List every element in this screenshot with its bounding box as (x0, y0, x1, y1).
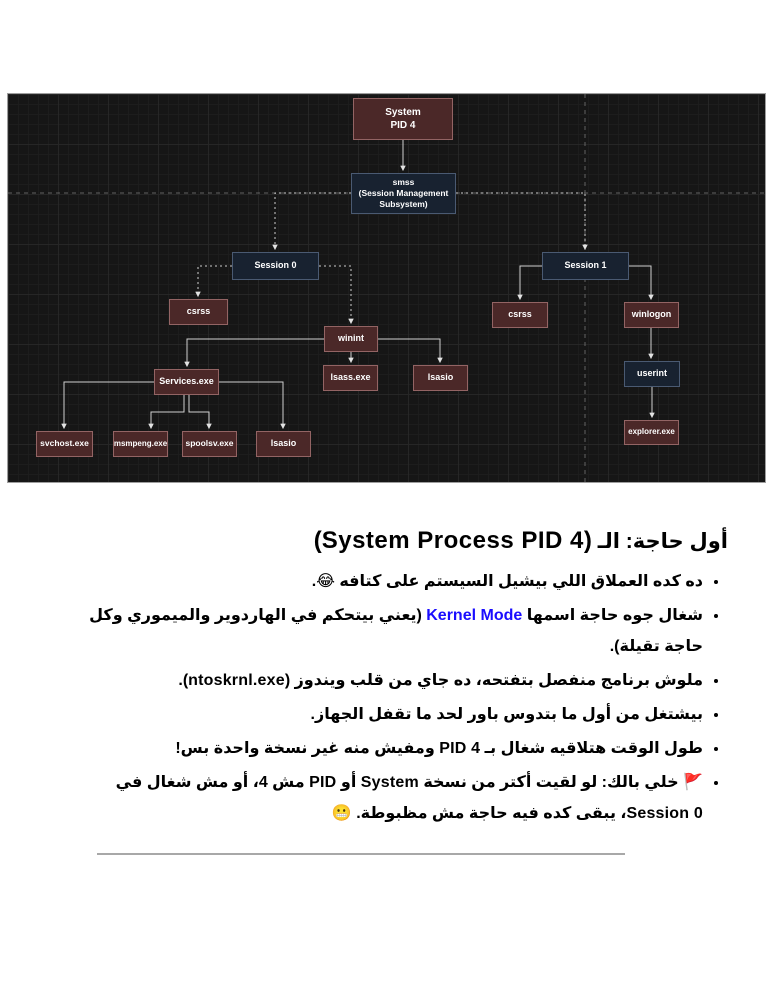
node-winlogon: winlogon (624, 302, 679, 328)
dotted-connectors (195, 192, 588, 325)
node-explorer-exe: explorer.exe (624, 420, 679, 445)
bullet-item-2: شغال جوه حاجة اسمها Kernel Mode (يعني بي… (85, 600, 703, 662)
node-lsasio-bottom: lsasio (256, 431, 311, 457)
page-title-arabic: أول حاجة: الـ (597, 530, 728, 553)
diagram-connectors (8, 94, 767, 484)
node-smss: smss (Session Management Subsystem) (351, 173, 456, 214)
node-msmpeng-exe: msmpeng.exe (113, 431, 168, 457)
node-svchost-exe: svchost.exe (36, 431, 93, 457)
bullet-list: ده كده العملاق اللي بيشيل السيستم على كت… (85, 566, 721, 832)
solid-connectors (61, 140, 655, 430)
page-title: أول حاجة: الـ (System Process PID 4) (314, 527, 728, 555)
node-lsasio-top: lsasio (413, 365, 468, 391)
node-winint: winint (324, 326, 378, 352)
node-services-exe: Services.exe (154, 369, 219, 395)
bullet-item-3: ملوش برنامج منفصل بتفتحه، ده جاي من قلب … (85, 665, 703, 696)
node-session-1: Session 1 (542, 252, 629, 280)
node-userint: userint (624, 361, 680, 387)
bullet-item-4: بيشتغل من أول ما بتدوس باور لحد ما تقفل … (85, 699, 703, 730)
node-spoolsv-exe: spoolsv.exe (182, 431, 237, 457)
bullet-item-6: 🚩 خلي بالك: لو لقيت أكتر من نسخة System … (85, 767, 703, 829)
node-csrss-session0: csrss (169, 299, 228, 325)
page-title-latin: (System Process PID 4) (313, 527, 592, 554)
node-lsass-exe: lsass.exe (323, 365, 378, 391)
node-session-0: Session 0 (232, 252, 319, 280)
process-tree-diagram: System PID 4 smss (Session Management Su… (7, 93, 767, 484)
bullet-item-5: طول الوقت هتلاقيه شغال بـ PID 4 ومفيش من… (85, 733, 703, 764)
bullet-item-1: ده كده العملاق اللي بيشيل السيستم على كت… (85, 566, 703, 597)
divider-line (97, 853, 625, 855)
node-system-pid4: System PID 4 (353, 98, 453, 140)
node-csrss-session1: csrss (492, 302, 548, 328)
